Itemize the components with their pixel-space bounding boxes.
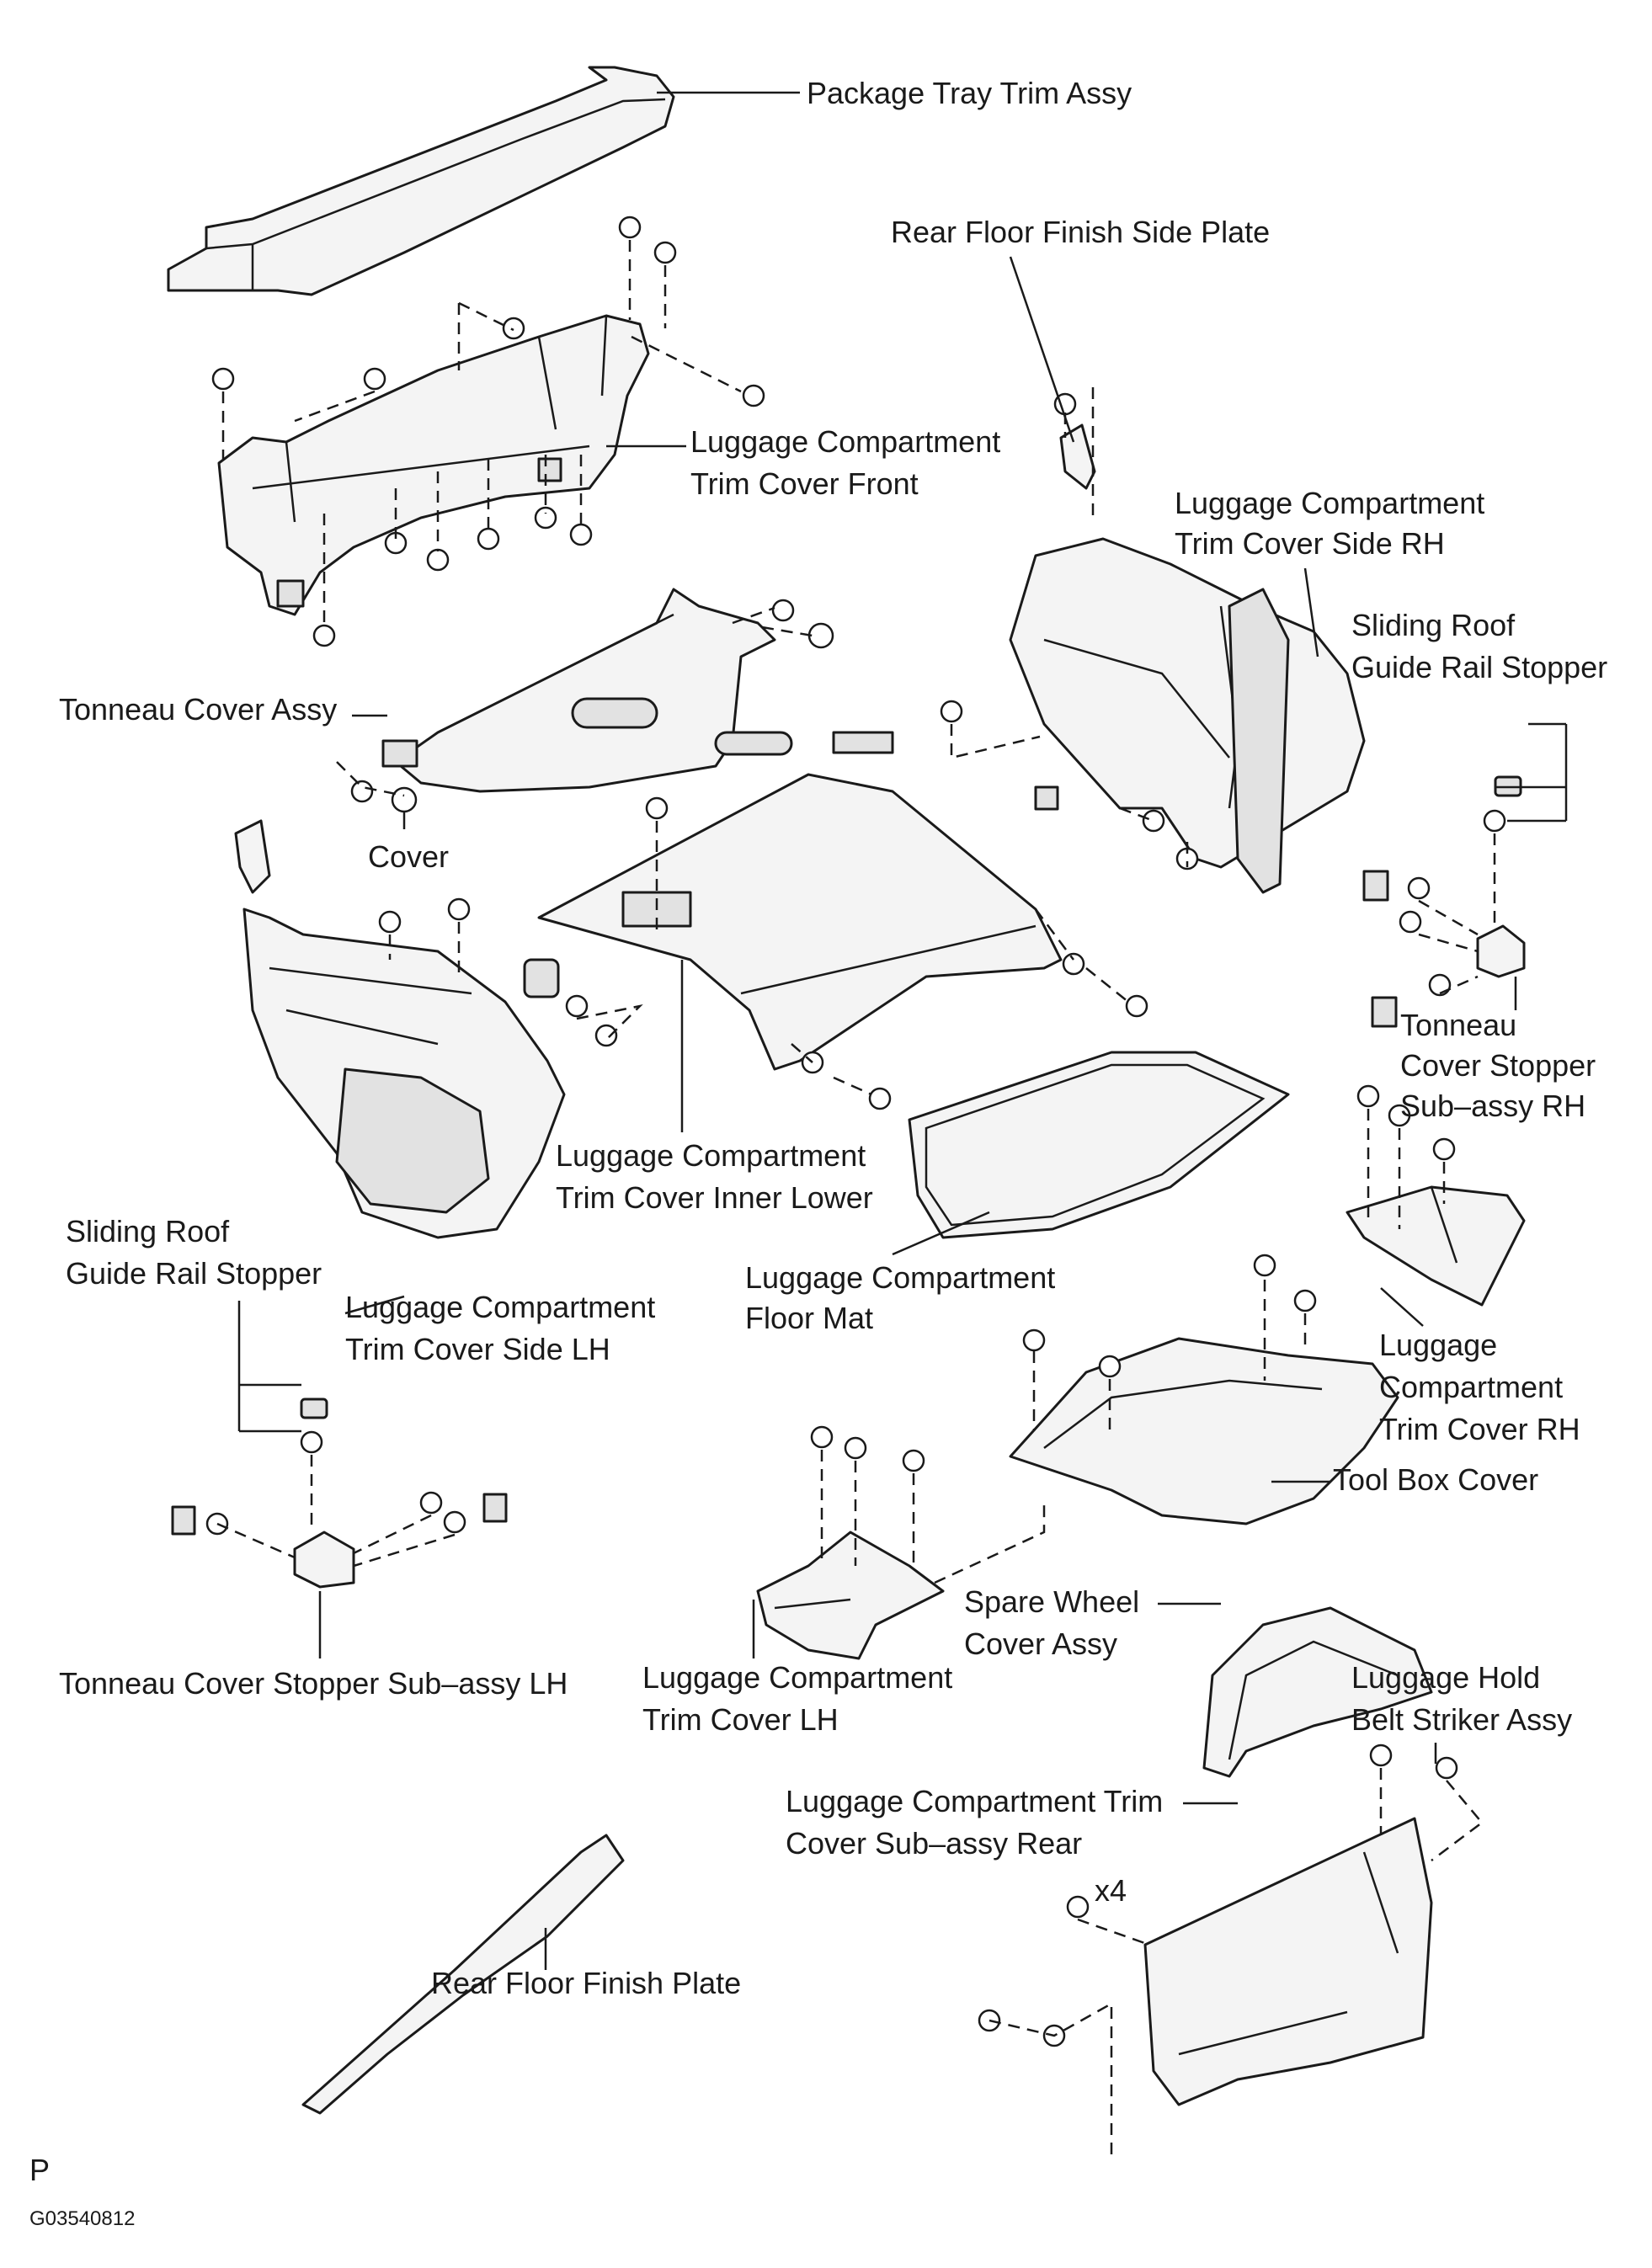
- label-rear-floor-finish-plate: Rear Floor Finish Plate: [431, 1966, 741, 2000]
- label-tonneau-cover-assy: Tonneau Cover Assy: [59, 692, 337, 727]
- tonneau-stopper-lh-part: [293, 1531, 355, 1589]
- label-spare-wheel-line1: Spare Wheel: [964, 1584, 1139, 1619]
- trim-cover-rear-part: [1143, 1817, 1433, 2106]
- assembly-dashed-lines: [216, 240, 1496, 2155]
- label-trim-cover-side-lh-line2: Trim Cover Side LH: [345, 1332, 610, 1366]
- label-tool-box-cover: Tool Box Cover: [1333, 1462, 1538, 1497]
- figure-footer: P G03540812: [29, 2153, 135, 2230]
- label-trim-cover-front-line2: Trim Cover Front: [690, 466, 919, 501]
- label-trim-cover-side-lh-line1: Luggage Compartment: [345, 1290, 655, 1324]
- callout-labels: Package Tray Trim Assy Rear Floor Finish…: [59, 76, 1607, 2000]
- label-trim-cover-lh-line2: Trim Cover LH: [642, 1702, 839, 1737]
- label-trim-cover-front-line1: Luggage Compartment: [690, 424, 1000, 459]
- label-trim-cover-rear-line2: Cover Sub–assy Rear: [786, 1826, 1082, 1861]
- label-sliding-roof-lh-line1: Sliding Roof: [66, 1214, 230, 1248]
- label-tonneau-stopper-rh-line2: Cover Stopper: [1400, 1048, 1596, 1083]
- label-tonneau-stopper-rh-line1: Tonneau: [1400, 1008, 1516, 1042]
- label-sliding-roof-lh-line2: Guide Rail Stopper: [66, 1256, 322, 1291]
- label-sliding-roof-rh-line1: Sliding Roof: [1351, 608, 1516, 642]
- label-trim-cover-rh-line1: Luggage: [1379, 1328, 1497, 1362]
- label-hold-belt-striker-line1: Luggage Hold: [1351, 1660, 1540, 1695]
- clip-pads: [171, 775, 1522, 1536]
- label-floor-mat-line2: Floor Mat: [745, 1301, 873, 1335]
- label-trim-cover-lh-line1: Luggage Compartment: [642, 1660, 952, 1695]
- rear-floor-finish-plate-part: [301, 1834, 625, 2115]
- tonneau-stopper-rh-part: [1476, 924, 1526, 978]
- figure-code: G03540812: [29, 2207, 135, 2230]
- spare-wheel-cover-part: [1202, 1606, 1433, 1778]
- label-tonneau-stopper-rh-line3: Sub–assy RH: [1400, 1089, 1585, 1123]
- label-trim-cover-inner-lower-line2: Trim Cover Inner Lower: [556, 1180, 873, 1215]
- label-cover: Cover: [368, 839, 449, 874]
- footer-mark: P: [29, 2153, 50, 2187]
- label-floor-mat-line1: Luggage Compartment: [745, 1260, 1055, 1295]
- label-quantity-x4: x4: [1095, 1873, 1127, 1908]
- label-rear-floor-finish-side-plate: Rear Floor Finish Side Plate: [891, 215, 1270, 249]
- trim-cover-side-lh-part: [242, 908, 566, 1239]
- label-sliding-roof-rh-line2: Guide Rail Stopper: [1351, 650, 1607, 684]
- leader-lines: [237, 91, 1568, 1970]
- fasteners: [205, 216, 1506, 2047]
- label-tonneau-stopper-lh: Tonneau Cover Stopper Sub–assy LH: [59, 1666, 568, 1701]
- floor-mat-part: [908, 1051, 1290, 1239]
- trim-cover-inner-lower-part: [537, 731, 1063, 1071]
- label-trim-cover-rh-line2: Compartment: [1379, 1370, 1563, 1404]
- label-spare-wheel-line2: Cover Assy: [964, 1626, 1117, 1661]
- trim-cover-front-part: [217, 314, 650, 616]
- label-trim-cover-rh-line3: Trim Cover RH: [1379, 1412, 1580, 1446]
- trim-cover-rh-part: [1346, 1185, 1526, 1307]
- label-hold-belt-striker-line2: Belt Striker Assy: [1351, 1702, 1572, 1737]
- trim-cover-side-rh-part: [1009, 537, 1366, 894]
- tool-box-cover-part: [1009, 1337, 1399, 1525]
- label-package-tray-trim: Package Tray Trim Assy: [807, 76, 1132, 110]
- rear-floor-finish-side-plate-part: [1059, 423, 1096, 490]
- label-trim-cover-side-rh-line1: Luggage Compartment: [1175, 486, 1484, 520]
- label-trim-cover-rear-line1: Luggage Compartment Trim: [786, 1784, 1163, 1818]
- label-trim-cover-side-rh-line2: Trim Cover Side RH: [1175, 526, 1445, 561]
- trim-cover-lh-part: [756, 1531, 945, 1660]
- trim-cover-side-lh-hook-part: [234, 819, 271, 894]
- label-trim-cover-inner-lower-line1: Luggage Compartment: [556, 1138, 866, 1173]
- package-tray-trim-part: [167, 66, 675, 296]
- tonneau-cover-part: [381, 588, 776, 793]
